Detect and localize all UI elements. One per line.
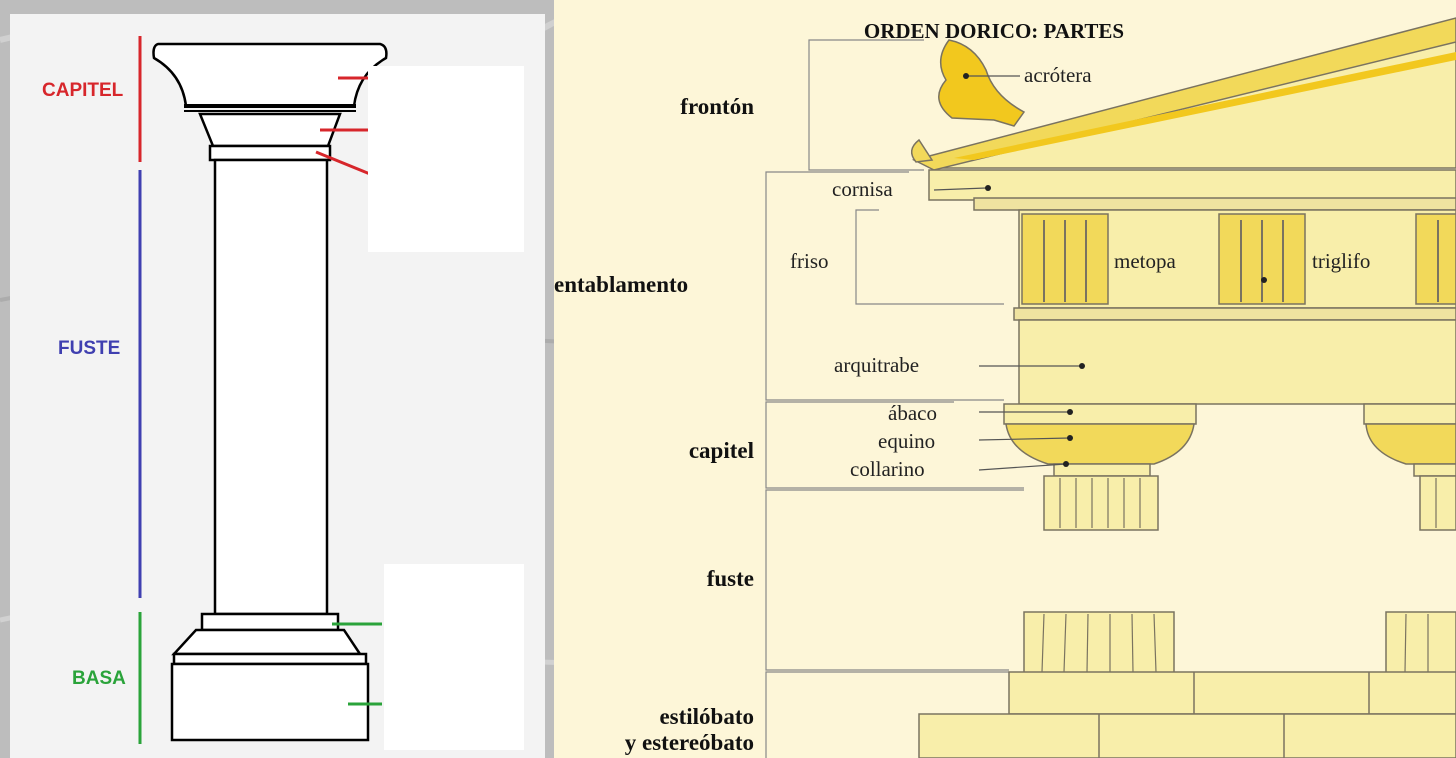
part-abaco: ábaco	[888, 401, 937, 425]
leader-lines	[933, 75, 1082, 471]
section-stylobate-line2: y estereóbato	[625, 730, 754, 755]
basa-label: BASA	[72, 668, 126, 689]
doric-order-diagram: ORDEN DORICO: PARTES frontón entablament…	[554, 17, 1456, 758]
capitel-answer-box[interactable]	[368, 66, 524, 252]
section-brackets	[765, 39, 1024, 758]
basa-answer-box[interactable]	[384, 564, 524, 750]
leader-dots	[963, 73, 1267, 467]
part-triglifo: triglifo	[1312, 249, 1370, 273]
part-equino: equino	[878, 429, 935, 453]
doric-order-panel: ORDEN DORICO: PARTES frontón entablament…	[554, 0, 1456, 758]
part-friso: friso	[790, 249, 829, 273]
column-diagram-panel: CAPITEL FUSTE BASA	[10, 14, 545, 758]
section-fronton: frontón	[680, 94, 754, 119]
part-arquitrabe: arquitrabe	[834, 353, 919, 377]
section-capitel: capitel	[689, 438, 754, 463]
capitel-pointer-3	[315, 150, 371, 176]
section-fuste: fuste	[707, 566, 754, 591]
diagram-title: ORDEN DORICO: PARTES	[864, 19, 1124, 43]
part-metopa: metopa	[1114, 249, 1176, 273]
section-entablamento: entablamento	[554, 272, 688, 297]
column-drawing	[152, 42, 388, 742]
fuste-label: FUSTE	[58, 338, 120, 359]
part-cornisa: cornisa	[832, 177, 893, 201]
capitel-label: CAPITEL	[42, 80, 124, 101]
section-stylobate-line1: estilóbato	[659, 704, 754, 729]
part-collarino: collarino	[850, 457, 925, 481]
temple-drawing	[910, 17, 1456, 758]
column-diagram: CAPITEL FUSTE BASA	[42, 36, 524, 750]
part-acrotera: acrótera	[1024, 63, 1092, 87]
